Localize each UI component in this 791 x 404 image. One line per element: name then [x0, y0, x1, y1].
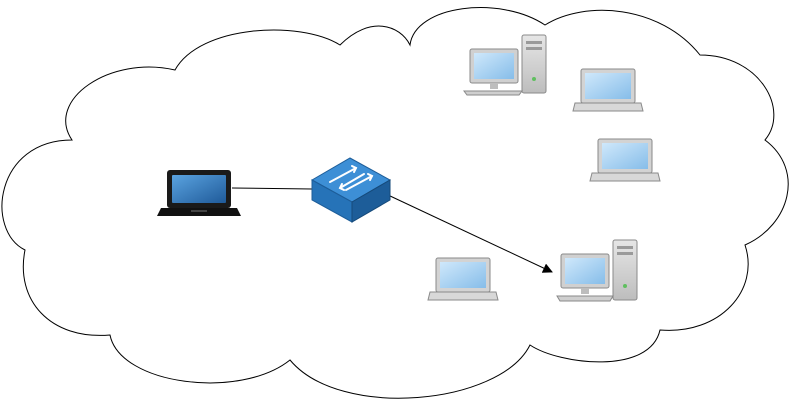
laptop-icon[interactable]: [572, 68, 644, 112]
cloud-outline: [1, 7, 789, 399]
laptop-icon[interactable]: [589, 138, 661, 182]
desktop-computer-icon[interactable]: [556, 239, 638, 302]
laptop-icon[interactable]: [157, 170, 241, 216]
laptop-icon[interactable]: [427, 257, 499, 301]
switch-icon[interactable]: [310, 157, 392, 223]
edge-switch-desktop: [387, 194, 553, 273]
edge-laptop-switch: [231, 187, 313, 190]
desktop-computer-icon[interactable]: [463, 34, 547, 96]
